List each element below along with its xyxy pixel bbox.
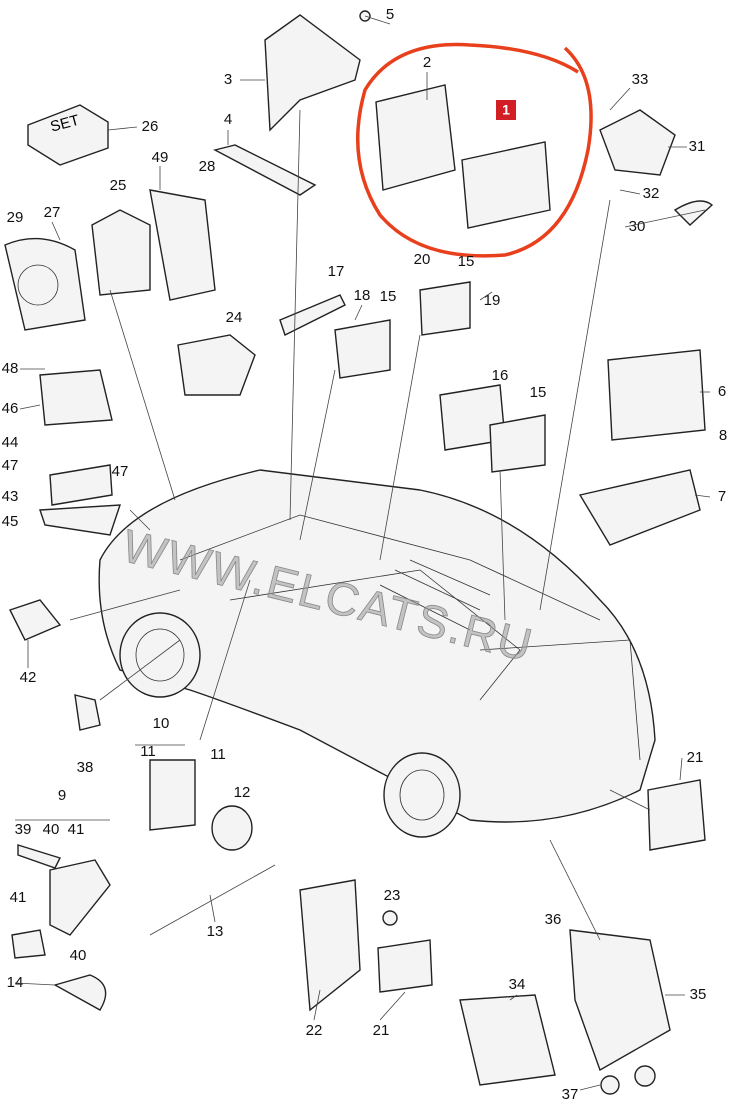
part-label-27[interactable]: 27 [44, 204, 61, 221]
part-label-25[interactable]: 25 [110, 177, 127, 194]
part-label-20[interactable]: 20 [414, 251, 431, 268]
part-label-40[interactable]: 40 [70, 947, 87, 964]
part-label-33[interactable]: 33 [632, 71, 649, 88]
part-label-22[interactable]: 22 [306, 1022, 323, 1039]
leader-line [99, 639, 181, 701]
leader-lines [14, 15, 711, 1091]
leader-line [51, 221, 61, 241]
part-label-40[interactable]: 40 [43, 821, 60, 838]
part-label-11[interactable]: 11 [210, 746, 226, 763]
part-label-45[interactable]: 45 [2, 513, 19, 530]
leader-line [609, 87, 631, 111]
part-label-9[interactable]: 9 [58, 787, 66, 804]
leader-line [289, 109, 301, 521]
leader-line [19, 404, 41, 410]
leader-line [129, 509, 151, 531]
leader-line [619, 189, 641, 195]
leader-line [579, 1084, 601, 1091]
leader-line [354, 304, 363, 321]
control-unit-1 [461, 141, 551, 229]
part-label-21[interactable]: 21 [373, 1022, 390, 1039]
part-label-19[interactable]: 19 [484, 292, 501, 309]
part-label-11[interactable]: 11 [140, 743, 156, 760]
part-label-18[interactable]: 18 [354, 287, 371, 304]
part-label-46[interactable]: 46 [2, 400, 19, 417]
part-label-48[interactable]: 48 [2, 360, 19, 377]
part-label-10[interactable]: 10 [153, 715, 170, 732]
part-label-15[interactable]: 15 [458, 253, 475, 270]
part-label-3[interactable]: 3 [224, 71, 232, 88]
part-label-14[interactable]: 14 [7, 974, 24, 991]
part-label-42[interactable]: 42 [20, 669, 37, 686]
set-box-text: SET [49, 112, 82, 136]
part-label-26[interactable]: 26 [142, 118, 159, 135]
leader-line [479, 291, 493, 301]
part-label-47[interactable]: 47 [112, 463, 129, 480]
part-label-38[interactable]: 38 [77, 759, 94, 776]
part-label-35[interactable]: 35 [690, 986, 707, 1003]
leader-line [379, 991, 406, 1021]
part-label-36[interactable]: 36 [545, 911, 562, 928]
leader-line [107, 126, 138, 131]
leader-line [624, 209, 706, 228]
part-label-41[interactable]: 41 [68, 821, 85, 838]
part-label-17[interactable]: 17 [328, 263, 345, 280]
parts: SET [4, 10, 714, 1095]
part-label-31[interactable]: 31 [689, 138, 706, 155]
part-label-2[interactable]: 2 [423, 54, 431, 71]
leader-line [549, 839, 601, 941]
leader-line [539, 199, 611, 611]
leader-line [679, 757, 683, 781]
leader-line [14, 982, 56, 986]
part-label-41[interactable]: 41 [10, 889, 27, 906]
leader-line [299, 369, 336, 541]
part-label-5[interactable]: 5 [386, 6, 394, 23]
part-label-39[interactable]: 39 [15, 821, 32, 838]
part-label-21[interactable]: 21 [687, 749, 704, 766]
part-label-37[interactable]: 37 [562, 1086, 579, 1103]
part-label-4[interactable]: 4 [224, 111, 232, 128]
part-label-12[interactable]: 12 [234, 784, 251, 801]
part-label-34[interactable]: 34 [509, 976, 526, 993]
part-badge-1[interactable] [496, 100, 516, 120]
leader-line [209, 894, 216, 923]
part-label-29[interactable]: 29 [7, 209, 24, 226]
leader-line [364, 15, 391, 25]
part-label-30[interactable]: 30 [629, 218, 646, 235]
part-label-23[interactable]: 23 [384, 887, 401, 904]
part-label-16[interactable]: 16 [492, 367, 509, 384]
leader-line [199, 579, 251, 741]
part-label-28[interactable]: 28 [199, 158, 216, 175]
part-label-6[interactable]: 6 [718, 383, 726, 400]
part-label-15[interactable]: 15 [530, 384, 547, 401]
part-label-24[interactable]: 24 [226, 309, 243, 326]
part-label-13[interactable]: 13 [207, 923, 224, 940]
part-label-15[interactable]: 15 [380, 288, 397, 305]
leader-line [509, 994, 518, 1001]
leader-line [69, 589, 181, 621]
part-label-44[interactable]: 44 [2, 434, 19, 451]
leader-line [109, 289, 176, 501]
part-label-49[interactable]: 49 [152, 149, 169, 166]
highlight-circle [356, 42, 593, 258]
leader-line [609, 789, 651, 811]
leader-line [694, 494, 711, 498]
part-label-47[interactable]: 47 [2, 457, 19, 474]
part-label-7[interactable]: 7 [718, 488, 726, 505]
part-badge-label: 1 [502, 102, 510, 118]
leader-line [313, 989, 321, 1021]
leader-line [499, 469, 506, 621]
part-label-8[interactable]: 8 [719, 427, 727, 444]
part-label-43[interactable]: 43 [2, 488, 19, 505]
part-label-32[interactable]: 32 [643, 185, 660, 202]
set-box: SET [27, 104, 109, 166]
leader-line [379, 334, 421, 561]
